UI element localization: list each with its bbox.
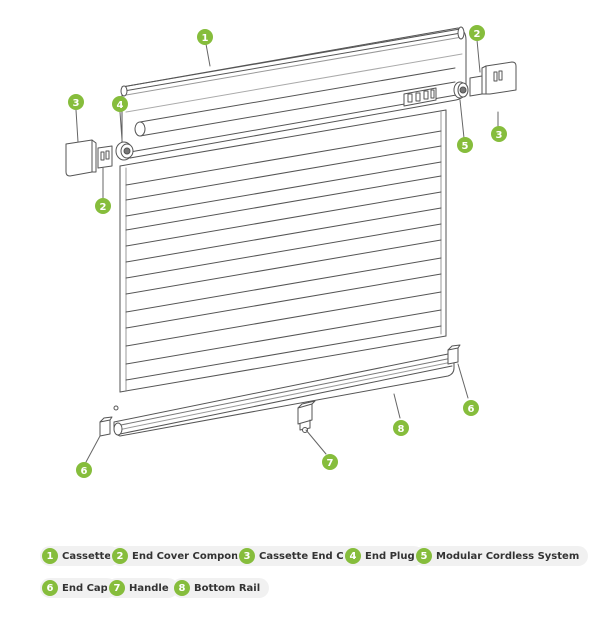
end-cap-left-part (99, 405, 119, 437)
legend-num: 6 (42, 580, 58, 596)
legend-item-end-plug: 4 End Plug (343, 546, 424, 566)
callout-7: 7 (322, 454, 338, 470)
legend-label: Bottom Rail (194, 582, 261, 594)
end-cover-right-part (469, 75, 483, 97)
svg-text:7: 7 (327, 458, 334, 469)
callout-3-right: 3 (491, 126, 507, 142)
end-plug-part (115, 141, 134, 161)
leader-lines (75, 39, 499, 463)
callouts: 1 2 3 4 3 5 2 6 8 7 6 (68, 25, 507, 478)
legend-num: 5 (416, 548, 432, 564)
svg-text:1: 1 (202, 33, 209, 44)
legend-num: 3 (239, 548, 255, 564)
legend-item-end-cover-component: 2 End Cover Component (110, 546, 266, 566)
legend-num: 4 (345, 548, 361, 564)
legend-item-handle: 7 Handle (107, 578, 178, 598)
callout-2-left: 2 (95, 198, 111, 214)
legend-label: End Plug (365, 550, 415, 562)
legend-num: 1 (42, 548, 58, 564)
end-cover-left-part (97, 145, 113, 169)
legend-label: End Cover Component (132, 550, 257, 562)
callout-1: 1 (197, 29, 213, 45)
legend-item-cassette: 1 Cassette (40, 546, 121, 566)
callout-2-right: 2 (469, 25, 485, 41)
end-cap-right-part (447, 344, 461, 365)
legend-row-1: 1 Cassette 2 End Cover Component 3 Casse… (0, 546, 600, 566)
svg-text:2: 2 (100, 202, 107, 213)
svg-text:8: 8 (398, 424, 405, 435)
legend-label: Cassette End Cap (259, 550, 358, 562)
svg-text:6: 6 (81, 466, 88, 477)
legend-num: 7 (109, 580, 125, 596)
legend-label: End Cap (62, 582, 108, 594)
svg-text:3: 3 (496, 130, 503, 141)
svg-text:5: 5 (462, 141, 469, 152)
svg-text:6: 6 (468, 404, 475, 415)
cassette-end-cap-right-part (481, 61, 517, 95)
callout-5: 5 (457, 137, 473, 153)
legend-label: Cassette (62, 550, 112, 562)
legend-item-bottom-rail: 8 Bottom Rail (172, 578, 270, 598)
svg-text:2: 2 (474, 29, 481, 40)
cassette-end-cap-left-part (65, 139, 97, 177)
callout-6-left: 6 (76, 462, 92, 478)
callout-8: 8 (393, 420, 409, 436)
cordless-system-part (403, 81, 469, 107)
legend-item-end-cap: 6 End Cap (40, 578, 117, 598)
callout-4: 4 (112, 96, 128, 112)
legend-row-2: 6 End Cap 7 Handle 8 Bottom Rail (0, 578, 600, 598)
svg-text:3: 3 (73, 98, 80, 109)
blind-fabric (119, 109, 447, 393)
legend-label: Modular Cordless System (436, 550, 580, 562)
legend-num: 2 (112, 548, 128, 564)
legend-item-cassette-end-cap: 3 Cassette End Cap (237, 546, 367, 566)
handle-part (297, 400, 316, 433)
legend-item-modular-cordless-system: 5 Modular Cordless System (414, 546, 589, 566)
legend-label: Handle (129, 582, 169, 594)
svg-text:4: 4 (117, 100, 124, 111)
legend-num: 8 (174, 580, 190, 596)
callout-3-left: 3 (68, 94, 84, 110)
cassette-part (120, 26, 467, 159)
callout-6-right: 6 (463, 400, 479, 416)
